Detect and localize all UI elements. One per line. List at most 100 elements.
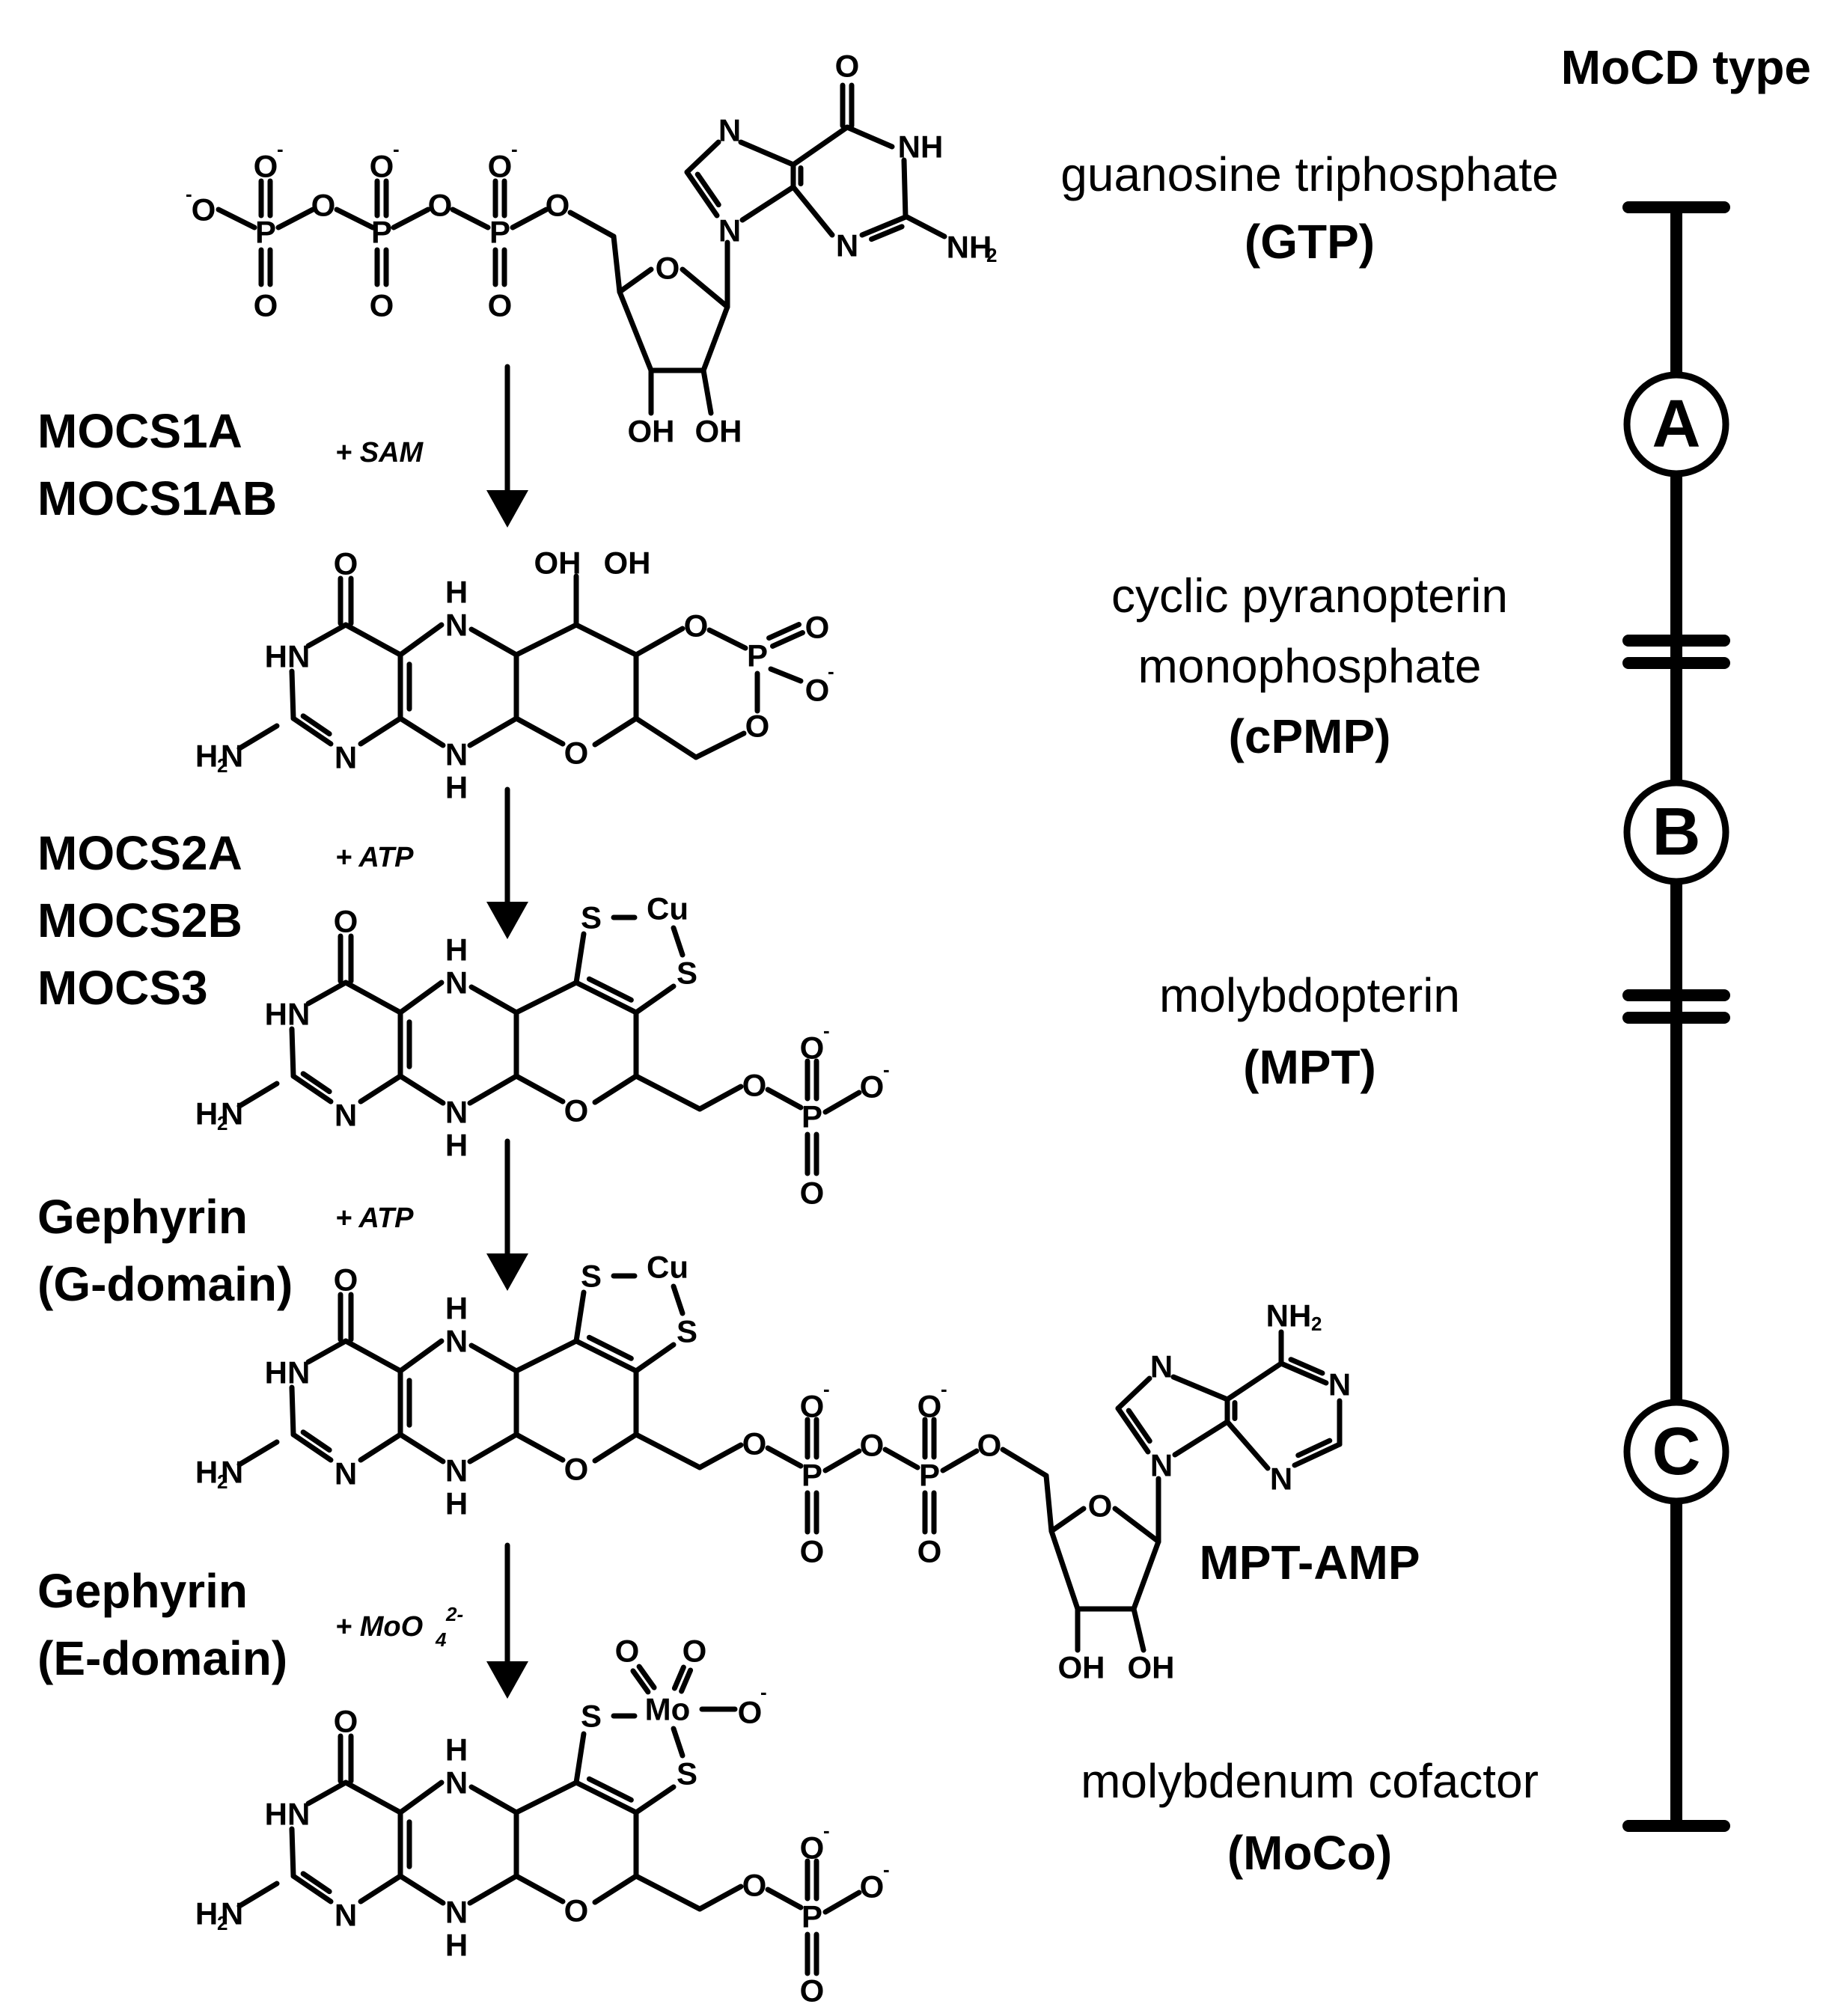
bond-178 [358,1873,403,1904]
charge-3: - [277,138,284,160]
bond-56 [397,622,445,658]
step4-enzyme-1: Gephyrin [37,1564,248,1618]
ring-n8-h: H [445,1486,468,1521]
charge-1: - [186,183,192,205]
atom-24: O [860,1069,885,1105]
gtp-o-terminal: O [192,192,216,227]
bond-210 [822,1890,862,1915]
bond-55 [236,723,280,751]
gtp-name: guanosine triphosphate [1060,147,1558,201]
arrow-3-head [486,1253,528,1291]
bond-181 [343,1780,403,1815]
mptamp-n9: N [1150,1448,1173,1483]
bond-27 [700,367,714,416]
amine-n: N [221,739,243,774]
carbonyl-o: O [334,1704,358,1739]
bond-200 [679,1667,694,1694]
mptamp-p2: P [919,1458,940,1493]
mptamp-cu: Cu [647,1250,688,1285]
moco-abbr: (MoCo) [1227,1826,1392,1880]
bond-199 [630,1668,651,1695]
bond-101 [633,1073,703,1112]
charge-7: - [393,138,400,160]
bond-135 [633,1432,703,1470]
ring-n5: N [445,965,468,1001]
ring-hn: HN [265,1797,311,1832]
bond-159 [1172,1419,1230,1458]
amine-h: H [195,1896,218,1931]
bond-150 [1043,1473,1054,1534]
bond-61 [513,715,566,747]
bond-33 [738,139,796,168]
bond-97 [573,931,587,986]
ring-n1: N [335,1456,357,1491]
step3-enzyme-1: Gephyrin [37,1190,248,1244]
mpt-s1: S [581,900,602,935]
bond-36 [790,124,850,168]
ring-n5-h: H [445,932,468,968]
moc-type-a-label: A [1652,387,1701,462]
ring-n8-h: H [445,1128,468,1163]
bond-44 [904,214,947,239]
ring-n8: N [445,1453,468,1488]
charge-45: - [823,1819,830,1842]
cpmp-abbr: (cPMP) [1229,709,1391,763]
bond-207 [765,1887,804,1910]
ring-hn: HN [265,639,311,674]
mpt-cu: Cu [647,891,688,926]
moc-type-c-circle [1623,1399,1729,1505]
bond-47 [290,715,334,747]
bond-23 [700,304,730,373]
bond-110 [289,1384,296,1438]
atom-41: O [738,1695,763,1730]
pyran-o: O [564,736,589,771]
bond-93 [573,980,639,1015]
moco-name: molybdenum cofactor [1081,1754,1539,1808]
ring-n1: N [335,740,357,775]
bond-173 [1224,1419,1271,1471]
charge-38: 2 [1311,1313,1322,1335]
amine-subscript: 2 [217,1912,228,1934]
step4-cofactor: + MoO 4 2- [335,1603,463,1651]
pyran-o: O [564,1893,589,1928]
bond-13 [450,207,491,230]
atom-10: O [488,149,513,184]
mptamp-ribose-o: O [1088,1488,1113,1524]
bond-71 [768,666,804,684]
atom-48: O [800,1973,825,2009]
bond-119 [236,1439,280,1467]
carbonyl-o: O [334,904,358,939]
bond-198 [636,1664,657,1690]
atom-6: O [370,149,394,184]
carbonyl-o: O [334,546,358,581]
gtp-p-alpha: P [489,215,510,250]
bond-18 [510,207,549,230]
charge-11: - [511,138,518,160]
cpmp-o1: O [684,608,709,644]
atom-30: O [800,1534,825,1569]
mpt-s2: S [677,956,697,991]
compound-labels: guanosine triphosphate (GTP) cyclic pyra… [1060,147,1558,1880]
amine-n: N [221,1096,243,1131]
ring-n8-h: H [445,770,468,805]
bond-174 [305,1780,349,1806]
bond-20 [611,233,623,295]
bond-157 [1131,1606,1146,1653]
atom-44: O [800,1830,825,1866]
atom-27: O [742,1426,767,1461]
ring-n5-h: H [445,1732,468,1768]
bond-184 [236,1881,280,1909]
atom-32: O [917,1389,942,1424]
bond-137 [765,1445,804,1469]
bond-168 [1278,1360,1329,1386]
ring-n8: N [445,737,468,772]
mptamp-n3: N [1270,1461,1292,1497]
bond-160 [1115,1405,1151,1455]
bond-201 [671,1664,686,1691]
bond-171 [1292,1441,1343,1468]
bond-113 [358,1432,403,1463]
bond-99 [671,925,685,958]
